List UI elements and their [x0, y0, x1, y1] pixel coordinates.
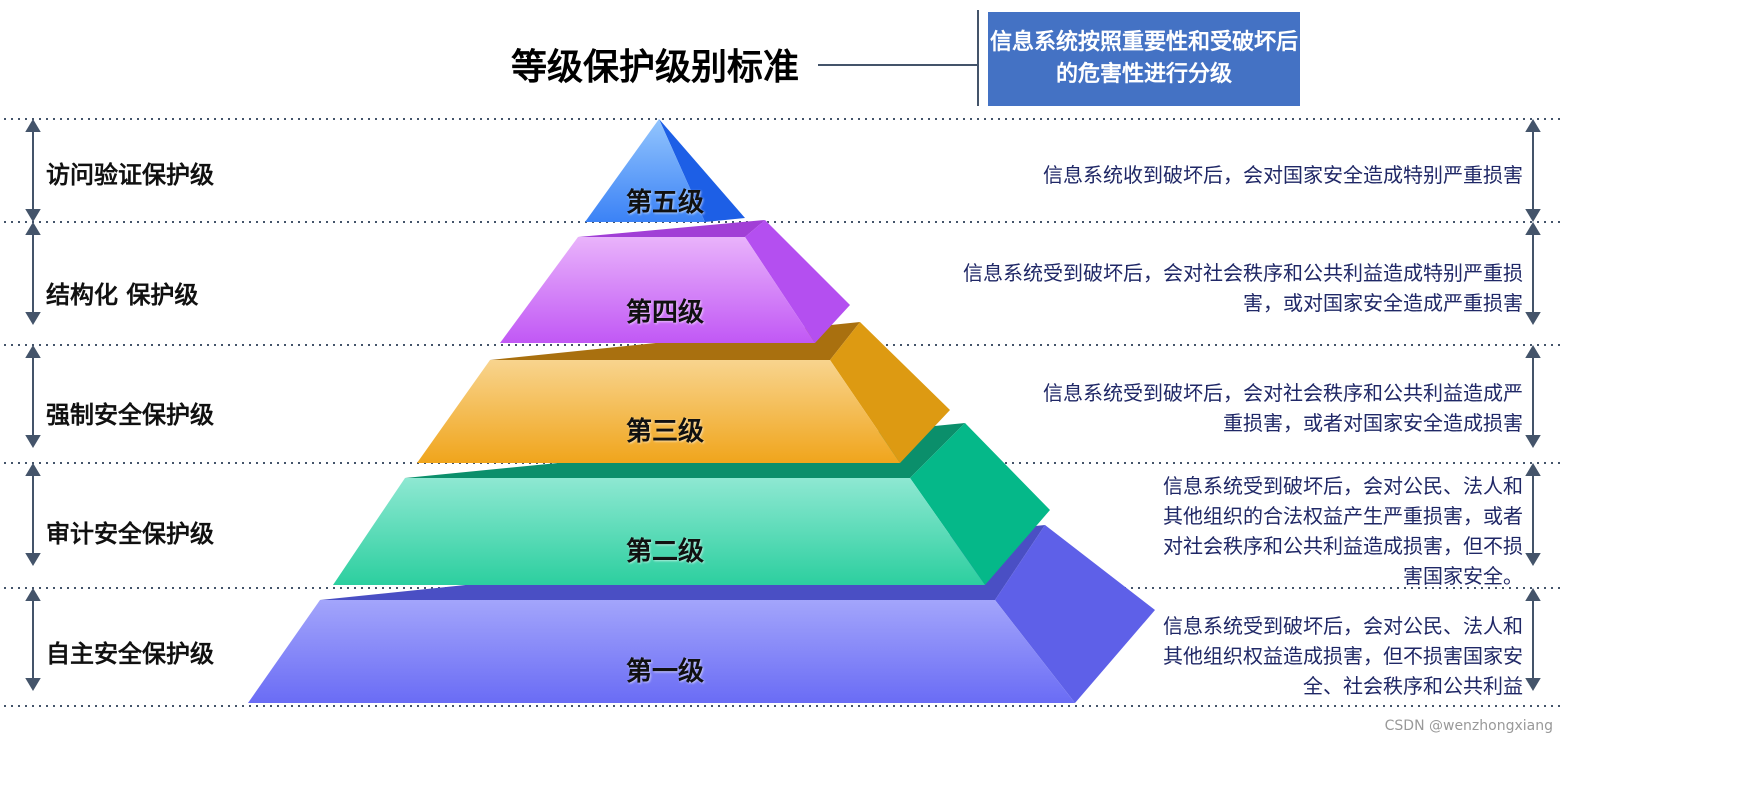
description-1: 信息系统受到破坏后，会对公民、法人和其他组织权益造成损害，但不损害国家安全、社会…: [1163, 614, 1523, 698]
description-5: 信息系统收到破坏后，会对国家安全造成特别严重损害: [1043, 163, 1523, 187]
category-label-3: 强制安全保护级: [46, 401, 214, 429]
page-title: 等级保护级别标准: [510, 47, 799, 88]
title-note-box: 信息系统按照重要性和受破坏后的危害性进行分级: [988, 12, 1300, 106]
category-label-5: 访问验证保护级: [46, 161, 214, 189]
watermark: CSDN @wenzhongxiang: [1384, 718, 1553, 734]
description-4: 信息系统受到破坏后，会对社会秩序和公共利益造成特别严重损害，或对国家安全造成严重…: [963, 261, 1523, 315]
range-arrows: [25, 119, 1540, 690]
level-5-block: [585, 119, 745, 222]
level-4-block: [500, 220, 850, 343]
level-label-5: 第五级: [625, 188, 704, 218]
level-label-4: 第四级: [625, 298, 704, 328]
description-2: 信息系统受到破坏后，会对公民、法人和其他组织的合法权益产生严重损害，或者对社会秩…: [1163, 474, 1523, 588]
level-label-1: 第一级: [625, 657, 704, 687]
level-label-2: 第二级: [625, 537, 704, 567]
level-label-3: 第三级: [625, 417, 704, 447]
category-label-1: 自主安全保护级: [46, 640, 214, 668]
description-3: 信息系统受到破坏后，会对社会秩序和公共利益造成严重损害，或者对国家安全造成损害: [1043, 381, 1523, 435]
category-label-2: 审计安全保护级: [46, 520, 214, 548]
category-label-4: 结构化 保护级: [46, 281, 199, 309]
title-connector: [818, 10, 979, 106]
